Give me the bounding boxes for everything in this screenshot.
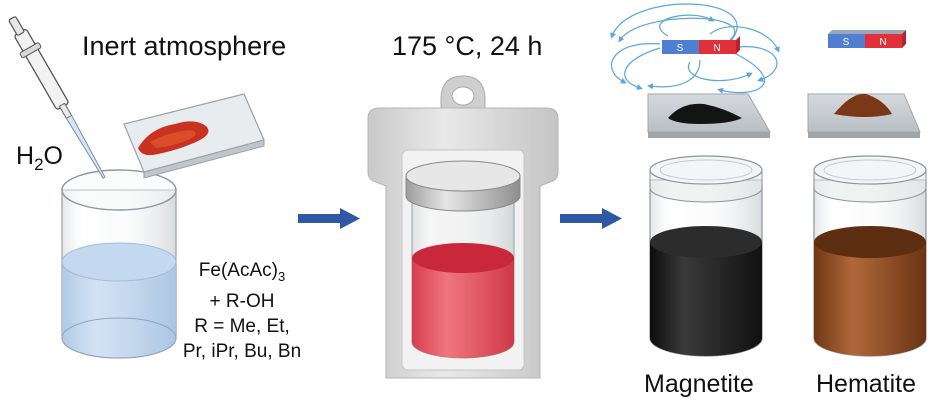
magnetic-field-lines bbox=[610, 3, 780, 94]
reagent-line-4: Pr, iPr, Bu, Bn bbox=[182, 340, 302, 362]
jar-hematite bbox=[813, 155, 927, 357]
arrow-1 bbox=[298, 208, 360, 229]
reagent-line-1: Fe(AcAc)3 bbox=[198, 260, 286, 284]
magnet-left-pole-n: N bbox=[713, 43, 720, 54]
reagent-line-2: + R-OH bbox=[209, 290, 275, 312]
vial-red bbox=[405, 160, 521, 359]
plate-red-powder bbox=[123, 93, 265, 179]
jar-magnetite bbox=[649, 155, 763, 357]
reagent-line-3: R = Me, Et, bbox=[194, 315, 290, 337]
beaker-water bbox=[61, 169, 177, 359]
arrow-2 bbox=[560, 208, 622, 229]
step1-title: Inert atmosphere bbox=[82, 31, 287, 61]
magnet-left-pole-s: S bbox=[677, 43, 684, 54]
product-label-magnetite: Magnetite bbox=[644, 370, 754, 398]
product-label-hematite: Hematite bbox=[816, 370, 917, 398]
bar-magnet-left bbox=[662, 36, 740, 54]
water-label: H2O bbox=[16, 142, 63, 174]
step2-title: 175 °C, 24 h bbox=[392, 31, 543, 61]
magnet-right-pole-n: N bbox=[879, 37, 886, 48]
plate-hematite-powder bbox=[807, 93, 921, 138]
magnet-right-pole-s: S bbox=[843, 37, 850, 48]
bar-magnet-right bbox=[828, 30, 906, 48]
plate-magnetite-powder bbox=[647, 93, 771, 138]
reagent-list: Fe(AcAc)3 + R-OH R = Me, Et, Pr, iPr, Bu… bbox=[172, 258, 312, 364]
pipette bbox=[8, 16, 106, 179]
